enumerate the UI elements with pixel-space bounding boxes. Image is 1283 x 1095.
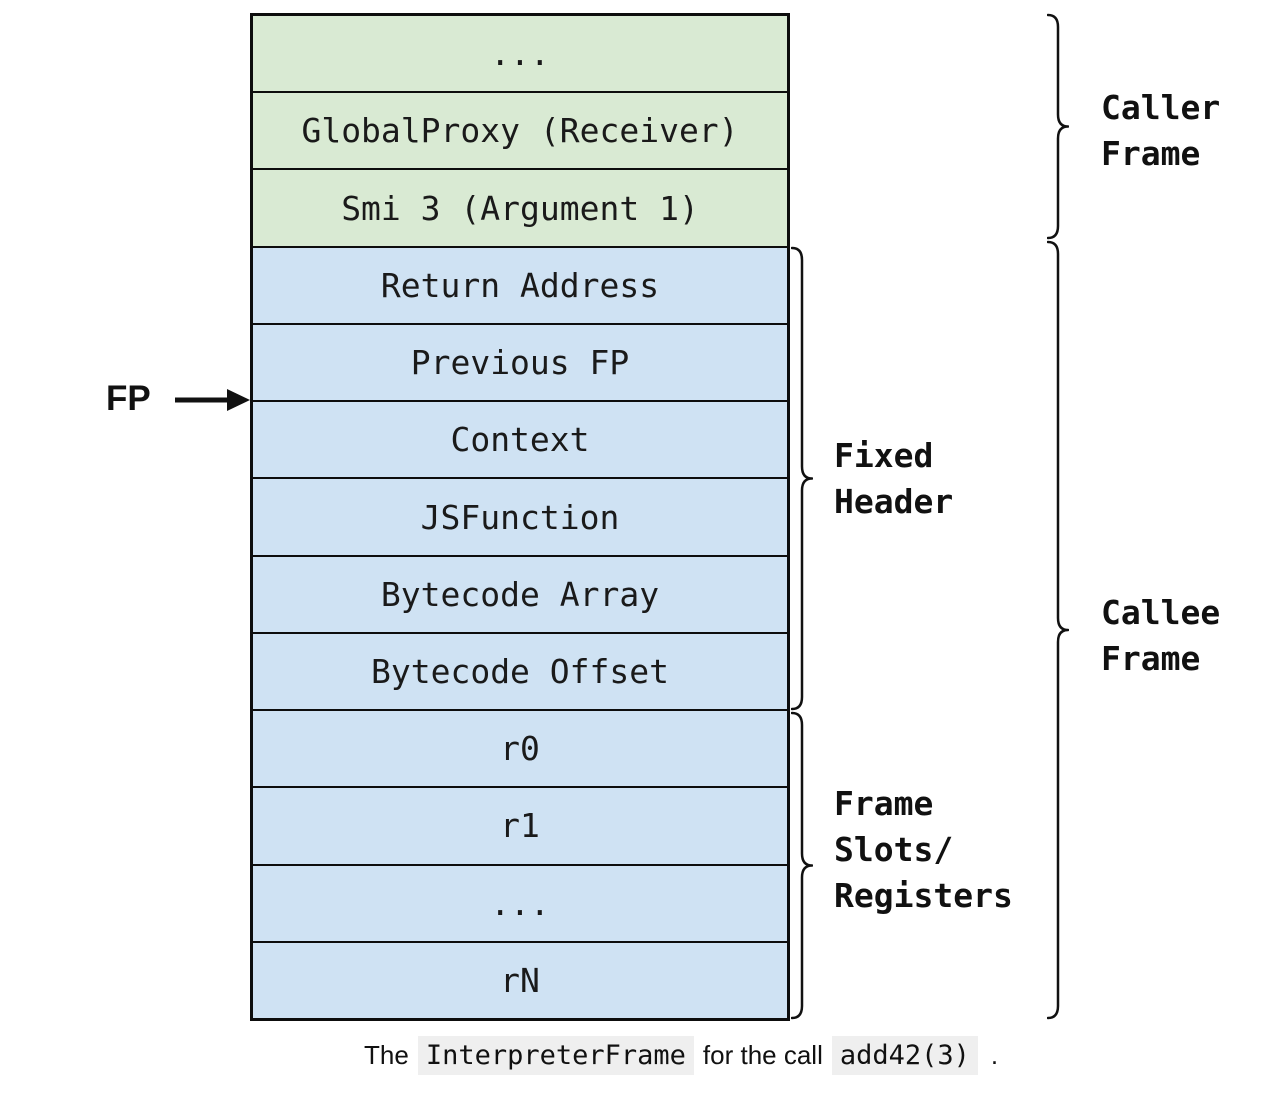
stack-cell-r0: r0 (253, 709, 787, 787)
stack-cell-context: Context (253, 400, 787, 478)
stack-cell-previous-fp: Previous FP (253, 322, 787, 401)
fixed-header-label: Fixed Header (834, 436, 954, 521)
stack-table: ... GlobalProxy (Receiver) Smi 3 (Argume… (250, 13, 790, 1021)
frame-slots-registers-label: Frame Slots/ Registers (834, 784, 1013, 915)
fixed-header-brace (791, 246, 813, 711)
stack-cell-caller-ellipsis: ... (253, 16, 787, 92)
caller-frame-label: Caller Frame (1101, 88, 1221, 173)
caption-code-interpreterframe: InterpreterFrame (417, 1036, 694, 1075)
caption-code-add42: add42(3) (831, 1036, 978, 1075)
stack-cell-jsfunction: JSFunction (253, 477, 787, 555)
callee-frame-brace (1047, 240, 1069, 1020)
stack-cell-bytecode-offset: Bytecode Offset (253, 631, 787, 710)
stack-cell-bytecode-array: Bytecode Array (253, 554, 787, 632)
caption-text-prefix: The (364, 1040, 409, 1070)
fp-label: FP (106, 379, 151, 418)
frame-slots-brace (791, 711, 813, 1020)
stack-cell-r1: r1 (253, 786, 787, 864)
stack-cell-return-address: Return Address (253, 245, 787, 323)
figure-caption: The InterpreterFrame for the call add42(… (364, 1036, 998, 1075)
caption-text-middle: for the call (702, 1040, 823, 1070)
caption-text-suffix: . (990, 1040, 999, 1070)
stack-cell-rn: rN (253, 940, 787, 1019)
stack-cell-smi-argument: Smi 3 (Argument 1) (253, 168, 787, 246)
stack-cell-register-ellipsis: ... (253, 863, 787, 941)
caller-frame-brace (1047, 13, 1069, 240)
fp-arrow-icon (175, 389, 250, 411)
callee-frame-label: Callee Frame (1101, 593, 1221, 678)
stack-cell-globalproxy: GlobalProxy (Receiver) (253, 91, 787, 169)
